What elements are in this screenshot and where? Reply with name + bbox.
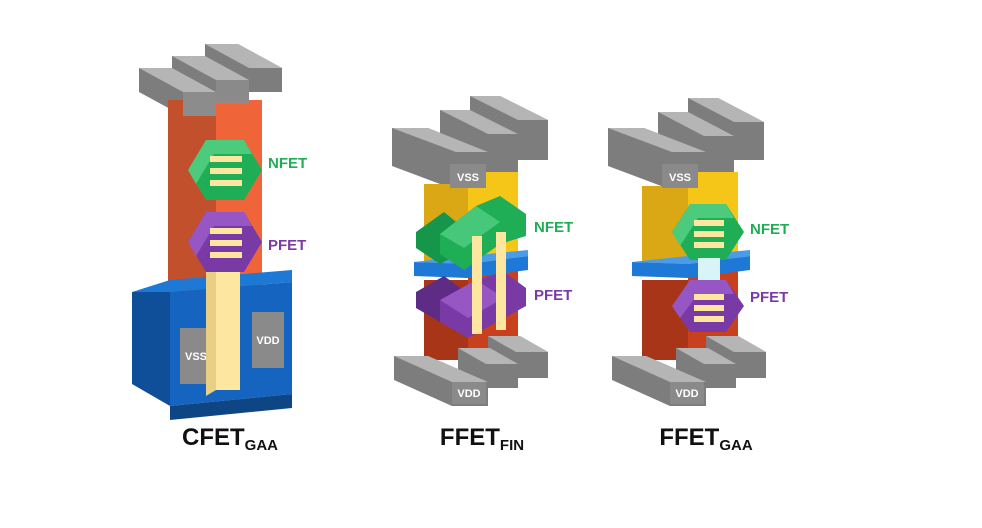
- caption-ffet-fin-sub: FIN: [499, 437, 525, 454]
- ffet-fin-right-fin: [496, 232, 506, 330]
- cfet-pfet-label: PFET: [268, 237, 306, 254]
- cfet-nfet-label: NFET: [268, 155, 307, 172]
- ffet-fin-nfet-label: NFET: [534, 219, 573, 236]
- ffet-fin-left-fin: [472, 236, 482, 334]
- ffet-gaa-structure: VSS: [608, 98, 789, 406]
- ffet-gaa-vdd-pad: [670, 382, 704, 404]
- ffet-gaa-nfet-label: NFET: [750, 221, 789, 238]
- ffet-fin-vss-pad: [450, 164, 486, 188]
- ffet-fin-bottom-rails: [394, 336, 548, 406]
- ffet-fin-pfet-label: PFET: [534, 287, 572, 304]
- ffet-fin-vdd-label: VDD: [457, 388, 480, 400]
- ffet-fin-vss-label: VSS: [457, 172, 479, 184]
- ffet-gaa-nfet-device: [672, 204, 744, 260]
- cfet-nfet-device: [188, 140, 262, 200]
- cfet-vdd-label: VDD: [256, 335, 279, 347]
- ffet-gaa-vss-pad: [662, 164, 698, 188]
- ffet-gaa-pfet-label: PFET: [750, 289, 788, 306]
- caption-cfet-gaa-main: CFET: [181, 424, 245, 451]
- caption-ffet-fin-main: FFET: [439, 424, 500, 451]
- caption-cfet-gaa: CFETGAA: [182, 424, 278, 454]
- ffet-gaa-pfet-device: [672, 280, 744, 332]
- ffet-gaa-vss-label: VSS: [669, 172, 691, 184]
- caption-ffet-fin: FFETFIN: [440, 424, 524, 454]
- ffet-fin-structure: VSS: [392, 96, 573, 406]
- ffet-fin-nfet-device: [416, 196, 526, 270]
- cfet-gaa-structure: VSS VDD NFET PFET: [132, 44, 307, 420]
- cfet-vss-label: VSS: [185, 351, 207, 363]
- caption-ffet-gaa-main: FFET: [659, 424, 720, 451]
- ffet-gaa-connector: [698, 258, 720, 284]
- caption-cfet-gaa-sub: GAA: [244, 437, 279, 454]
- cfet-vdd-pad: [252, 312, 284, 368]
- caption-ffet-gaa: FFETGAA: [659, 424, 752, 454]
- cfet-pfet-device: [188, 212, 262, 272]
- ffet-fin-vdd-pad: [452, 382, 486, 404]
- caption-ffet-gaa-sub: GAA: [719, 437, 753, 454]
- cfet-top-rails: [139, 44, 282, 116]
- ffet-gaa-vdd-label: VDD: [675, 388, 698, 400]
